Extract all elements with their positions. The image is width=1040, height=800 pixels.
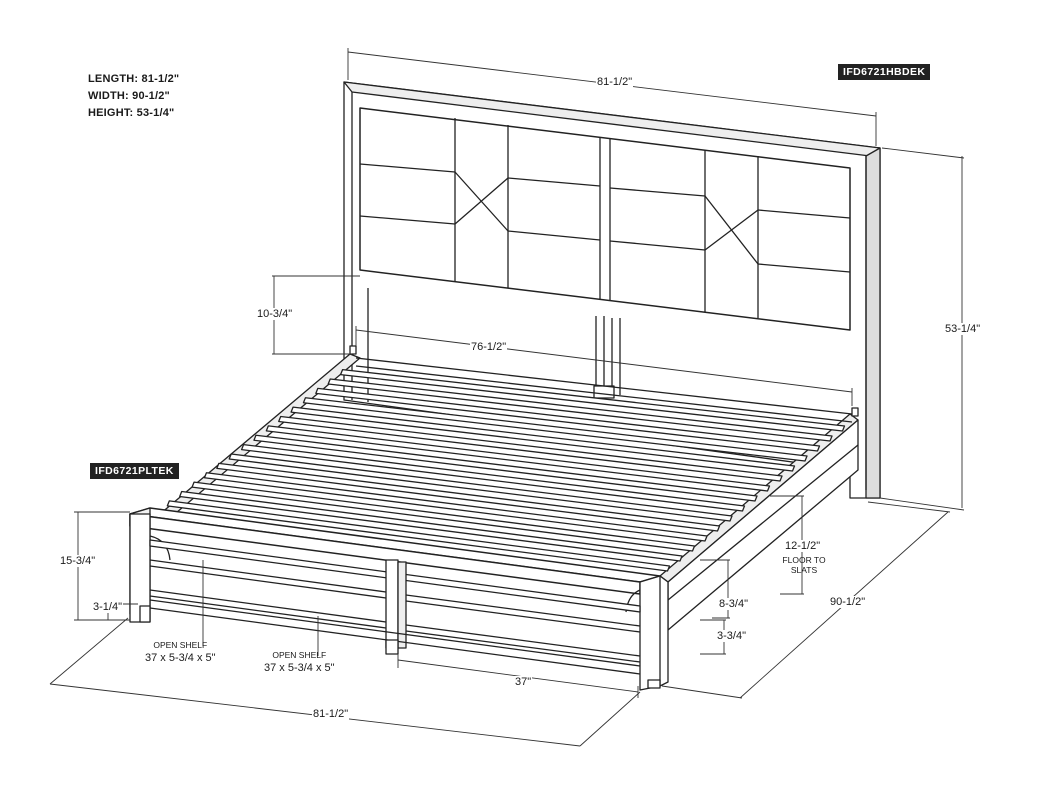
shelf-size: 37 x 5-3/4 x 5" — [264, 662, 335, 674]
dim-inner-width: 76-1/2" — [470, 341, 508, 353]
slat — [303, 398, 807, 461]
shelf-callout-right: OPEN SHELF 37 x 5-3/4 x 5" — [264, 650, 335, 674]
spec-height: HEIGHT: 53-1/4" — [88, 107, 175, 119]
slat — [180, 492, 682, 562]
shelf-label: OPEN SHELF — [272, 650, 327, 660]
dim-overall-width: 90-1/2" — [829, 596, 867, 608]
dim-footboard-height: 15-3/4" — [59, 555, 97, 567]
dim-floor-to-slats: 12-1/2" — [784, 540, 822, 552]
dim-headboard-width: 81-1/2" — [596, 76, 634, 88]
dim-rail-height: 8-3/4" — [718, 598, 749, 610]
slat — [217, 463, 720, 531]
platform-sku-tag: IFD6721PLTEK — [90, 463, 179, 479]
dim-overall-length: 81-1/2" — [312, 708, 350, 720]
overall-specs: LENGTH: 81-1/2" WIDTH: 90-1/2" HEIGHT: 5… — [88, 71, 179, 122]
headboard — [344, 82, 880, 498]
dim-overall-height: 53-1/4" — [944, 323, 982, 335]
headboard-sku-tag: IFD6721HBDEK — [838, 64, 931, 80]
slat — [341, 370, 845, 431]
dim-shelf-width: 37" — [514, 676, 533, 688]
slat — [279, 417, 782, 482]
slat — [229, 454, 732, 521]
spec-width: WIDTH: 90-1/2" — [88, 90, 170, 102]
slat — [242, 445, 745, 511]
slat — [254, 435, 757, 501]
shelf-label: OPEN SHELF — [153, 640, 208, 650]
slat — [316, 388, 820, 451]
slat — [204, 473, 707, 541]
spec-length: LENGTH: 81-1/2" — [88, 73, 180, 85]
slat — [291, 407, 794, 471]
slat — [167, 501, 669, 571]
dim-floor-to-slats-note: FLOOR TO SLATS — [782, 555, 826, 575]
dim-headboard-gap: 10-3/4" — [256, 308, 294, 320]
dim-leg-clearance: 3-3/4" — [716, 630, 747, 642]
dim-shelf-clearance: 3-1/4" — [92, 601, 123, 613]
shelf-size: 37 x 5-3/4 x 5" — [145, 652, 216, 664]
shelf-callout-left: OPEN SHELF 37 x 5-3/4 x 5" — [145, 640, 216, 664]
footboard — [130, 508, 668, 690]
slat — [192, 482, 694, 551]
slat — [328, 379, 832, 441]
slat — [266, 426, 769, 491]
